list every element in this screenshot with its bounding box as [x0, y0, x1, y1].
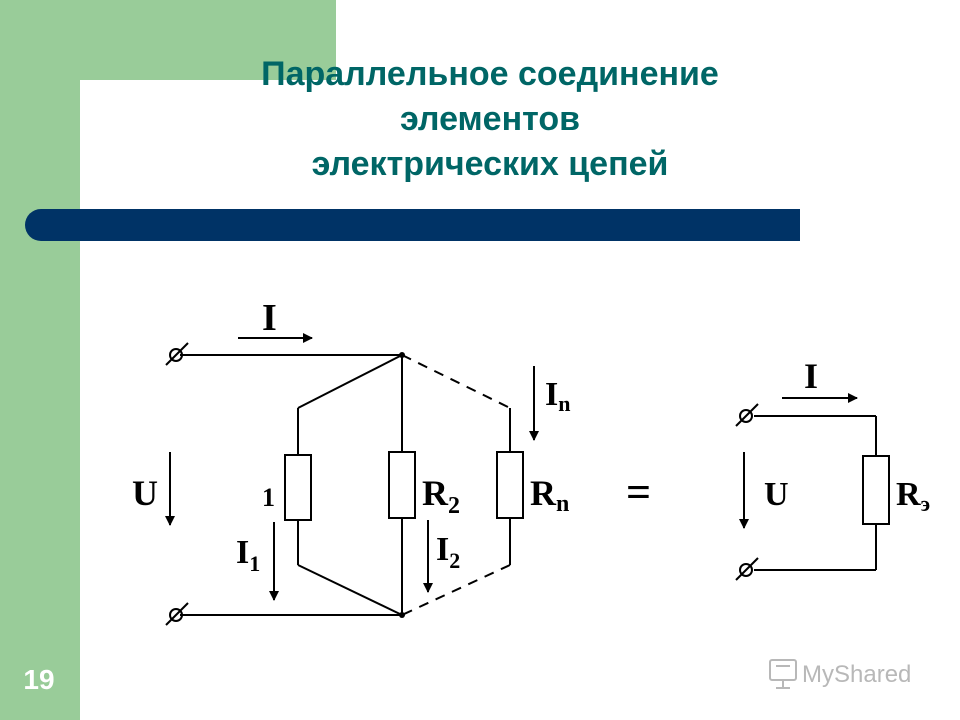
label-current-n: In	[545, 376, 570, 416]
label-eq-current: I	[804, 356, 818, 396]
terminal-bottom	[169, 608, 183, 622]
label-eq-resistor-sub: э	[921, 491, 931, 516]
branch-left-bottom	[297, 564, 403, 616]
resistor-2	[388, 451, 416, 519]
label-resistor-n: Rn	[530, 473, 569, 517]
left-green-bar	[0, 0, 80, 720]
terminal-top	[169, 348, 183, 362]
watermark-text: MyShared	[802, 661, 911, 688]
label-current-n-main: I	[545, 376, 558, 413]
label-resistor-n-sub: n	[556, 491, 569, 517]
label-eq-resistor: Rэ	[896, 476, 930, 516]
watermark-logo: MyShared	[769, 659, 911, 689]
junction-bottom	[399, 612, 405, 618]
title-line-3: электрических цепей	[311, 145, 669, 183]
label-current-2-main: I	[436, 531, 449, 568]
junction-top	[399, 352, 405, 358]
eq-resistor	[862, 455, 890, 525]
label-resistor-2-sub: 2	[448, 493, 460, 519]
resistor-n	[496, 451, 524, 519]
label-current-n-sub: n	[558, 391, 570, 416]
slide-number: 19	[23, 664, 55, 695]
resistor-1	[284, 454, 312, 521]
eq-terminal-bottom	[739, 563, 753, 577]
label-current-1-sub: 1	[249, 551, 260, 576]
label-voltage: U	[132, 473, 158, 513]
title-rule	[25, 209, 800, 241]
eq-terminal-top	[739, 409, 753, 423]
label-current-2-sub: 2	[449, 548, 460, 573]
label-resistor-2-main: R	[422, 473, 449, 513]
label-current-1: I1	[236, 534, 260, 576]
label-resistor-2: R2	[422, 473, 460, 519]
branch-right-top	[401, 354, 511, 409]
label-resistor-1: 1	[262, 483, 275, 512]
watermark-board-icon	[769, 659, 797, 689]
label-eq-resistor-main: R	[896, 476, 921, 513]
slide-title: Параллельное соединение элементов электр…	[160, 52, 820, 187]
label-current-main: I	[262, 297, 277, 339]
branch-left-top	[297, 354, 403, 409]
label-equals: =	[626, 468, 651, 517]
label-current-2: I2	[436, 531, 460, 573]
label-current-1-main: I	[236, 534, 249, 571]
label-resistor-n-main: R	[530, 473, 557, 513]
branch-right-bottom	[401, 564, 511, 616]
title-line-1: Параллельное соединение	[261, 55, 719, 93]
top-green-block	[80, 0, 336, 80]
label-eq-voltage: U	[764, 476, 789, 513]
title-line-2: элементов	[399, 100, 580, 138]
